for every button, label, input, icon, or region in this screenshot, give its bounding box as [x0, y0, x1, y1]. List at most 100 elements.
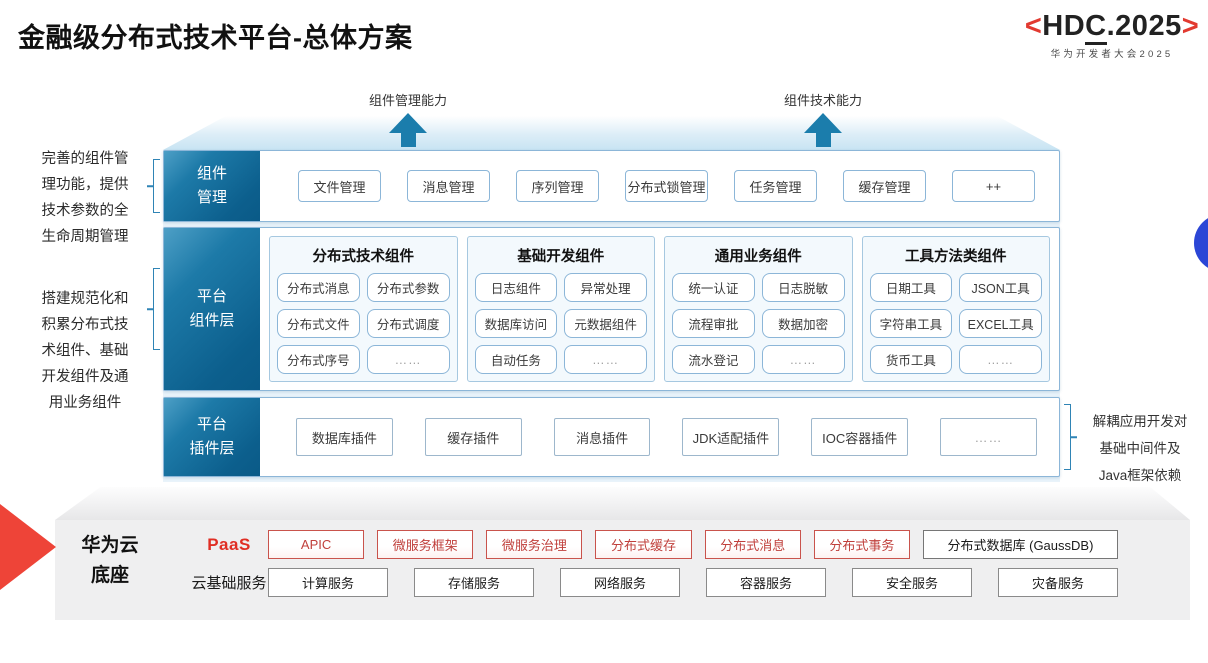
management-items: 文件管理消息管理序列管理分布式锁管理任务管理缓存管理 ++: [260, 151, 1059, 221]
up-arrow-stem: [815, 133, 831, 147]
component-groups: 分布式技术组件 分布式消息分布式参数分布式文件分布式调度分布式序号…… 基础开发…: [260, 228, 1059, 390]
component-item: ……: [761, 345, 845, 374]
group-distributed-tech: 分布式技术组件 分布式消息分布式参数分布式文件分布式调度分布式序号……: [269, 236, 458, 382]
foundation-roof: [55, 487, 1190, 520]
component-item: 分布式消息: [277, 273, 360, 302]
iaas-label: 云基础服务: [191, 575, 267, 592]
paas-item-gaussdb: 分布式数据库 (GaussDB): [922, 530, 1118, 559]
plugin-item: JDK适配插件: [682, 418, 780, 456]
management-item: 文件管理: [298, 170, 381, 202]
logo-open-bracket: <: [1024, 10, 1043, 42]
group-title: 工具方法类组件: [905, 249, 1007, 265]
component-item: 日期工具: [869, 273, 953, 302]
paas-item: 分布式消息: [704, 530, 801, 559]
management-item: 消息管理: [407, 170, 490, 202]
component-item: EXCEL工具: [959, 309, 1042, 338]
up-arrow-icon: [804, 113, 842, 133]
capability-technology-label: 组件技术能力: [783, 93, 862, 108]
component-item: 日志组件: [474, 273, 558, 302]
iaas-row: 云基础服务 计算服务存储服务网络服务容器服务安全服务灾备服务: [190, 567, 1118, 598]
right-bracket-plugins: [1064, 404, 1071, 470]
component-item: 日志脱敏: [761, 273, 845, 302]
group-common-business: 通用业务组件 统一认证日志脱敏流程审批数据加密流水登记……: [664, 236, 853, 382]
group-title: 通用业务组件: [714, 249, 802, 265]
plugin-item: IOC容器插件: [811, 418, 909, 456]
component-item: 字符串工具: [869, 309, 953, 338]
component-item: 自动任务: [474, 345, 558, 374]
component-item: 数据库访问: [474, 309, 558, 338]
iaas-item: 网络服务: [560, 568, 680, 597]
management-item: 缓存管理: [843, 170, 926, 202]
blue-circle-decoration: [1194, 214, 1208, 272]
hdc-logo-text: <HDC.2025>: [1016, 10, 1208, 45]
management-item: 任务管理: [734, 170, 817, 202]
paas-item: 分布式事务: [813, 530, 910, 559]
plugin-item: ……: [940, 418, 1037, 456]
component-item: ……: [959, 345, 1042, 374]
group-items: 日志组件异常处理数据库访问元数据组件自动任务……: [474, 273, 647, 374]
capability-management-label: 组件管理能力: [368, 93, 447, 108]
component-item: 货币工具: [869, 345, 953, 374]
component-item: 分布式序号: [277, 345, 360, 374]
management-item: 序列管理: [516, 170, 599, 202]
logo-c-underlined: C: [1085, 10, 1107, 45]
diagram-roof: [163, 116, 1060, 150]
group-title: 基础开发组件: [517, 249, 605, 265]
layer-label-management: 组件 管理: [164, 151, 260, 221]
capability-technology: 组件技术能力: [733, 90, 913, 147]
management-item: 分布式锁管理: [625, 170, 708, 202]
group-items: 分布式消息分布式参数分布式文件分布式调度分布式序号……: [277, 273, 450, 374]
plugin-item: 消息插件: [553, 418, 651, 456]
paas-item: 微服务框架: [377, 530, 474, 559]
note-right-decoupling: 解耦应用开发对 基础中间件及 Java框架依赖: [1092, 414, 1188, 483]
hdc-logo-subtitle: 华为开发者大会2025: [1050, 49, 1174, 60]
left-bracket-components: [153, 268, 160, 350]
up-arrow-stem: [400, 133, 416, 147]
red-arrow-decoration: [0, 504, 56, 590]
iaas-item: 灾备服务: [998, 568, 1118, 597]
component-item: 流水登记: [672, 345, 755, 374]
capability-management: 组件管理能力: [318, 90, 498, 147]
iaas-item: 计算服务: [268, 568, 388, 597]
logo-year: .2025: [1106, 10, 1182, 42]
component-item: 分布式文件: [277, 309, 360, 338]
component-item: 元数据组件: [564, 309, 647, 338]
component-item: 分布式参数: [366, 273, 450, 302]
component-item: 数据加密: [761, 309, 845, 338]
logo-hd: HD: [1042, 10, 1086, 42]
component-item: ……: [366, 345, 450, 374]
left-bracket-management: [153, 159, 160, 213]
component-item: 流程审批: [672, 309, 755, 338]
foundation-label: 华为云 底座: [81, 535, 139, 586]
component-item: ……: [564, 345, 647, 374]
paas-label: PaaS: [207, 534, 251, 554]
iaas-item: 存储服务: [414, 568, 534, 597]
iaas-item: 安全服务: [852, 568, 972, 597]
layer-row-management: 组件 管理 文件管理消息管理序列管理分布式锁管理任务管理缓存管理 ++: [163, 150, 1060, 222]
page-title: 金融级分布式技术平台-总体方案: [18, 23, 413, 53]
component-item: 异常处理: [564, 273, 647, 302]
note-left-bottom: 搭建规范化和 积累分布式技 术组件、基础 开发组件及通 用业务组件: [41, 291, 129, 411]
component-item: JSON工具: [959, 273, 1042, 302]
layer-label-components: 平台 组件层: [164, 228, 260, 390]
group-title: 分布式技术组件: [312, 249, 415, 265]
up-arrow-icon: [389, 113, 427, 133]
plugin-item: 缓存插件: [424, 418, 522, 456]
note-left-top: 完善的组件管 理功能，提供 技术参数的全 生命周期管理: [41, 151, 129, 245]
component-item: 分布式调度: [366, 309, 450, 338]
layer-label-plugins: 平台 插件层: [164, 398, 260, 476]
paas-item: 分布式缓存: [595, 530, 692, 559]
iaas-items: 计算服务存储服务网络服务容器服务安全服务灾备服务: [268, 568, 1118, 597]
component-item: 统一认证: [672, 273, 755, 302]
logo-close-bracket: >: [1181, 10, 1200, 42]
management-item: ++: [952, 170, 1035, 202]
group-basic-dev: 基础开发组件 日志组件异常处理数据库访问元数据组件自动任务……: [466, 236, 655, 382]
iaas-item: 容器服务: [706, 568, 826, 597]
